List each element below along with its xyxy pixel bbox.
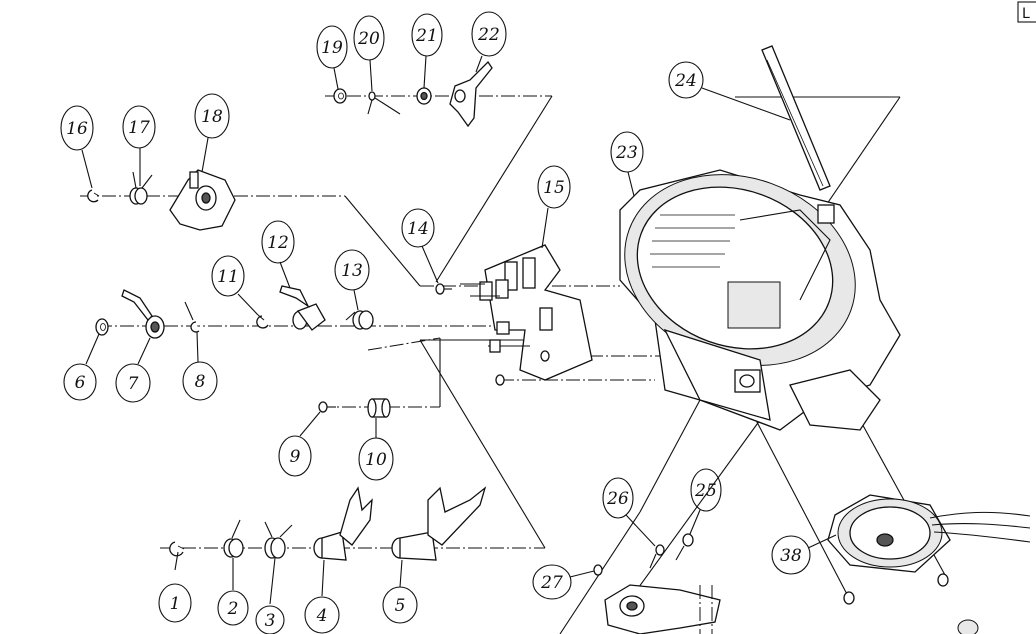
part-14-screw: [435, 283, 452, 295]
svg-text:13: 13: [341, 261, 363, 281]
svg-text:3: 3: [265, 611, 276, 631]
part-27-small-ring: [593, 564, 603, 576]
lower-cam-assembly: [604, 584, 721, 634]
callout-12: 12: [261, 220, 295, 264]
svg-text:6: 6: [75, 373, 86, 393]
svg-text:5: 5: [395, 596, 406, 616]
callout-16: 16: [60, 105, 94, 151]
callout-13: 13: [334, 249, 370, 291]
svg-text:9: 9: [290, 447, 301, 467]
parts: [87, 45, 1031, 634]
part-9-screw: [318, 401, 336, 413]
part-11-e-ring: [256, 314, 269, 329]
part-15-bracket: [460, 244, 593, 386]
part-20-spring: [367, 91, 401, 115]
part-19-ring: [333, 88, 347, 104]
part-16-e-ring: [87, 189, 100, 203]
callout-3: 3: [255, 605, 285, 634]
callout-26: 26: [602, 477, 634, 519]
callout-21: 21: [411, 13, 443, 57]
part-24-guide-bar: [761, 45, 831, 191]
callout-27: 27: [532, 564, 572, 600]
callout-14: 14: [401, 208, 435, 248]
callout-19: 19: [316, 25, 348, 69]
svg-text:17: 17: [128, 118, 150, 138]
svg-text:1: 1: [170, 594, 181, 614]
callout-24: 24: [668, 61, 704, 99]
part-6-ring: [95, 318, 109, 336]
part-5-lever: [391, 486, 487, 561]
callout-25: 25: [690, 468, 722, 512]
part-12-lever: [279, 285, 326, 331]
callout-23: 23: [610, 131, 644, 173]
svg-text:18: 18: [201, 107, 223, 127]
svg-text:14: 14: [407, 219, 429, 239]
corner-mark: L: [1017, 1, 1036, 23]
svg-text:38: 38: [780, 546, 802, 566]
part-4-lever: [313, 486, 373, 561]
frame-inner-slats: [650, 214, 735, 268]
part-8-spring: [184, 301, 200, 333]
callout-8: 8: [182, 361, 218, 401]
part-13-spring: [345, 310, 374, 330]
part-10-spacer: [367, 398, 391, 418]
callout-38: 38: [771, 535, 811, 575]
part-7-bushing-lever: [121, 289, 165, 339]
part-21-ring: [416, 87, 432, 105]
callout-4: 4: [304, 596, 340, 634]
part-17-spring: [129, 171, 153, 205]
callout-7: 7: [115, 363, 151, 403]
callouts: 1 2 3 4 5 6: [60, 11, 837, 634]
svg-text:24: 24: [674, 71, 697, 91]
svg-text:25: 25: [694, 481, 717, 501]
svg-text:2: 2: [227, 599, 239, 619]
svg-text:15: 15: [543, 178, 565, 198]
callout-17: 17: [122, 105, 156, 149]
svg-text:27: 27: [540, 573, 563, 593]
callout-10: 10: [358, 437, 394, 481]
callout-22: 22: [471, 11, 507, 57]
svg-text:7: 7: [128, 374, 139, 394]
svg-text:20: 20: [357, 29, 380, 49]
svg-text:21: 21: [415, 26, 438, 46]
part-18-lever: [169, 169, 236, 231]
svg-text:16: 16: [66, 119, 88, 139]
svg-text:22: 22: [477, 25, 500, 45]
svg-text:11: 11: [217, 267, 239, 287]
svg-text:26: 26: [606, 489, 629, 509]
part-23-main-frame: [619, 169, 901, 431]
callout-1: 1: [158, 583, 192, 623]
part-22-lever: [449, 60, 493, 128]
callout-6: 6: [63, 363, 97, 401]
callout-15: 15: [537, 165, 571, 209]
svg-text:19: 19: [321, 38, 343, 58]
part-2-collar: [223, 519, 244, 558]
part-1-e-ring: [169, 541, 185, 557]
callout-9: 9: [278, 435, 312, 477]
svg-text:10: 10: [365, 450, 387, 470]
corner-label: L: [1022, 6, 1030, 22]
callout-18: 18: [194, 93, 230, 139]
callout-20: 20: [353, 15, 385, 61]
svg-text:4: 4: [316, 606, 328, 626]
callout-2: 2: [217, 590, 249, 626]
part-26-screw: [649, 544, 665, 569]
svg-text:8: 8: [195, 372, 206, 392]
part-3-spring: [264, 521, 293, 559]
part-38-gear-motor: [827, 494, 1031, 634]
part-25-screw: [675, 533, 694, 561]
callout-5: 5: [382, 586, 418, 624]
callout-11: 11: [211, 255, 245, 297]
svg-text:12: 12: [267, 233, 289, 253]
svg-text:23: 23: [615, 143, 638, 163]
